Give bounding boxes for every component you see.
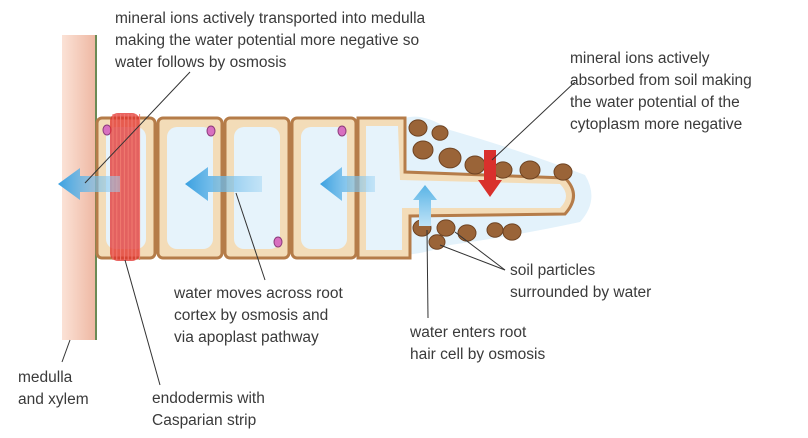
casparian-strip (110, 113, 141, 261)
nucleus (206, 125, 216, 137)
soil-particle (486, 222, 504, 238)
label-line: absorbed from soil making (570, 72, 752, 89)
nucleus (337, 125, 347, 137)
label-line: cytoplasm more negative (570, 116, 743, 133)
soil-particle (519, 160, 541, 180)
label-line: Casparian strip (152, 412, 257, 429)
label-line: mineral ions actively transported into m… (115, 10, 426, 27)
label-line: endodermis with (152, 390, 265, 407)
label-line: water follows by osmosis (115, 54, 287, 71)
label-endodermis: endodermis with Casparian strip (152, 388, 265, 432)
label-line: and xylem (18, 391, 89, 408)
label-medulla-transport: mineral ions actively transported into m… (115, 8, 425, 74)
label-line: cortex by osmosis and (174, 307, 329, 324)
soil-particle (436, 219, 456, 237)
nucleus (102, 124, 112, 136)
water-arrow-cortex-2 (320, 167, 375, 201)
ion-arrow-into-root-hair (478, 150, 502, 197)
label-line: mineral ions actively (570, 50, 710, 67)
soil-particle (412, 140, 434, 160)
label-soil-absorption: mineral ions actively absorbed from soil… (570, 48, 752, 136)
nucleus (273, 236, 283, 248)
label-soil-particles: soil particles surrounded by water (510, 260, 651, 304)
water-arrow-into-medulla (58, 168, 120, 200)
label-line: via apoplast pathway (174, 329, 319, 346)
soil-particle (408, 119, 428, 137)
soil-particle (431, 125, 449, 141)
label-line: water enters root (410, 324, 527, 341)
label-line: water moves across root (174, 285, 343, 302)
label-medulla: medulla and xylem (18, 367, 89, 411)
leader-lines (61, 71, 576, 386)
water-arrow-into-root-hair (413, 185, 437, 226)
soil-particle (438, 147, 462, 169)
label-line: making the water potential more negative… (115, 32, 420, 49)
soil-particle (493, 161, 513, 179)
label-line: soil particles (510, 262, 596, 279)
soil-particle (428, 234, 446, 250)
soil-particles (408, 119, 573, 250)
soil-particle (457, 224, 477, 242)
label-line: hair cell by osmosis (410, 346, 546, 363)
label-line: the water potential of the (570, 94, 740, 111)
soil-particle (553, 163, 573, 181)
label-line: surrounded by water (510, 284, 652, 301)
soil-particle (502, 223, 522, 241)
label-cortex: water moves across root cortex by osmosi… (174, 283, 343, 349)
soil-particle (464, 155, 486, 175)
water-arrow-cortex-1 (185, 167, 262, 201)
label-root-hair: water enters root hair cell by osmosis (410, 322, 545, 366)
label-line: medulla (18, 369, 73, 386)
